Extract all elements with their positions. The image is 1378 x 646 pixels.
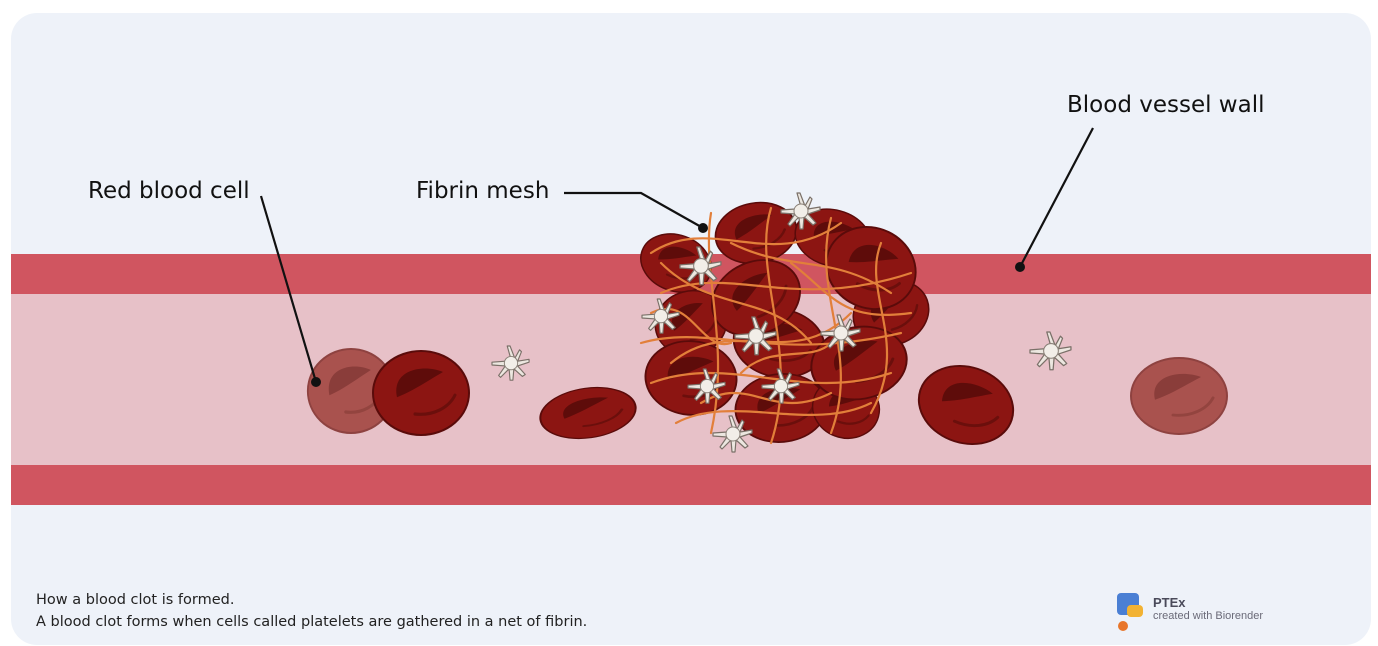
brand-name: PTEx bbox=[1153, 595, 1186, 610]
ptex-logo-icon bbox=[1115, 593, 1147, 633]
brand-block: PTEx created with Biorender bbox=[1115, 593, 1315, 633]
caption-text: A blood clot forms when cells called pla… bbox=[36, 614, 587, 630]
brand-credit: created with Biorender bbox=[1153, 610, 1263, 622]
vessel-wall-bottom bbox=[11, 465, 1371, 505]
red-blood-cell bbox=[373, 351, 469, 435]
diagram-canvas: Red blood cell Fibrin mesh Blood vessel … bbox=[11, 13, 1371, 645]
fibrin-mesh-label: Fibrin mesh bbox=[416, 178, 549, 204]
blood-vessel-wall-label: Blood vessel wall bbox=[1067, 92, 1265, 118]
red-blood-cell-label: Red blood cell bbox=[88, 178, 250, 204]
caption-title: How a blood clot is formed. bbox=[36, 592, 234, 608]
faded-red-blood-cell-right bbox=[1131, 358, 1227, 434]
